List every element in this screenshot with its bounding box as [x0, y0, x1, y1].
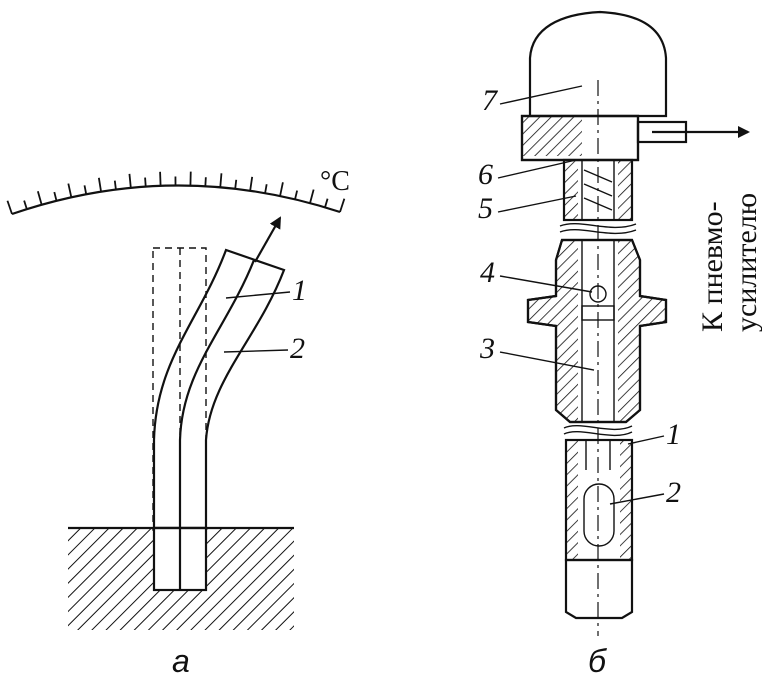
scale-tick — [6, 200, 13, 215]
sensing-capsule — [583, 483, 615, 547]
scale-tick — [309, 189, 315, 204]
scale-tick — [264, 184, 268, 194]
scale-tick — [219, 173, 223, 188]
scale-tick — [279, 182, 284, 197]
label-b-4: 4 — [480, 256, 495, 289]
pointer-arrow — [254, 216, 281, 263]
caption-a: а — [172, 643, 190, 679]
scale-tick — [128, 173, 132, 188]
scale-tick — [249, 176, 254, 191]
figure-b: 7 6 5 4 3 1 2 К пневмо- усилителю б — [478, 10, 762, 679]
label-b-1: 1 — [666, 418, 681, 451]
scale-tick — [83, 185, 88, 195]
output-label-line2: усилителю — [730, 193, 762, 332]
head-cover — [528, 10, 668, 118]
scale-tick — [324, 198, 329, 208]
caption-b: б — [588, 643, 607, 679]
scale-tick — [294, 190, 298, 200]
output-label-line1: К пневмо- — [696, 201, 729, 332]
fitting-body — [526, 238, 668, 424]
scale-tick — [234, 179, 238, 189]
label-b-3: 3 — [479, 332, 495, 365]
scale-ticks — [6, 171, 346, 215]
label-b-5: 5 — [478, 192, 493, 225]
label-b-2: 2 — [666, 476, 681, 509]
figure-a: °C 1 2 а — [6, 166, 350, 679]
label-a-1: 1 — [292, 274, 307, 307]
scale-unit-label: °C — [320, 166, 350, 197]
scale-tick — [23, 200, 28, 210]
bent-bimetallic-strip — [152, 248, 286, 592]
label-b-7: 7 — [482, 84, 499, 117]
scale-tick — [159, 171, 162, 186]
label-a-2: 2 — [290, 332, 305, 365]
scale-tick — [339, 198, 346, 213]
temperature-scale-arc — [11, 184, 341, 216]
scale-tick — [53, 191, 58, 201]
scale-tick — [144, 177, 147, 187]
scale-tick — [36, 191, 43, 205]
scale-tick — [67, 183, 73, 198]
sensor-tip — [564, 558, 634, 620]
label-b-6: 6 — [478, 158, 493, 191]
scale-tick — [113, 180, 117, 190]
scale-tick — [97, 177, 102, 192]
